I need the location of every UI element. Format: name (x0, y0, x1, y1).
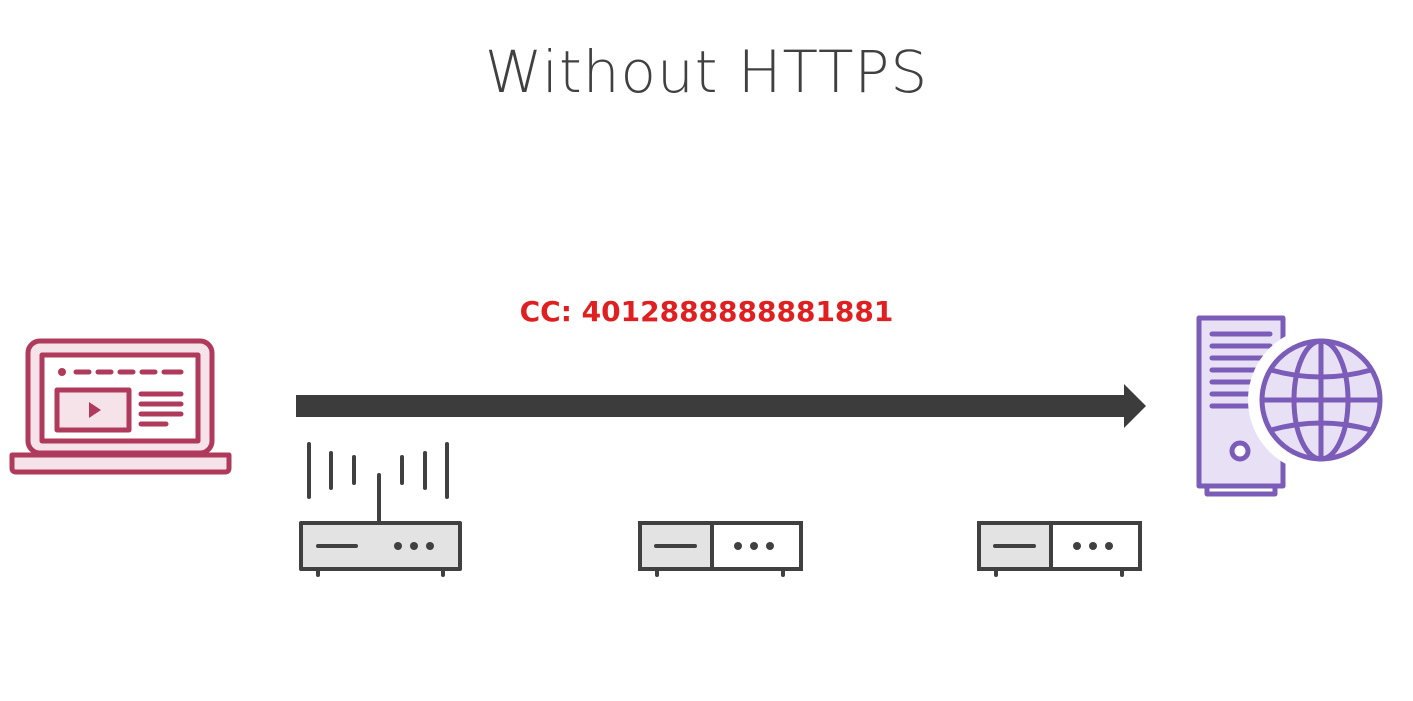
diagram-title: Without HTTPS (484, 38, 929, 106)
network-switch-icon (977, 521, 1142, 577)
network-switch-icon (638, 521, 803, 577)
payload-label: CC: 4012888888881881 (519, 295, 894, 328)
wireless-router-icon (299, 442, 462, 577)
server-globe-icon (1196, 315, 1394, 497)
arrow-right-icon (296, 384, 1146, 428)
laptop-video-icon (9, 338, 232, 475)
